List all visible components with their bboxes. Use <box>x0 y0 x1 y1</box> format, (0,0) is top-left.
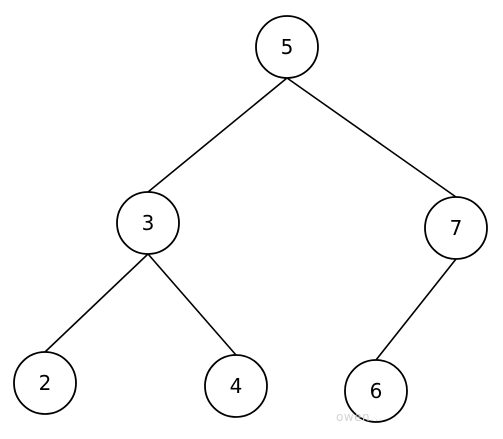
tree-node-6: 6 <box>344 359 408 423</box>
edge-n5-n7 <box>286 77 457 198</box>
node-label: 6 <box>370 379 383 403</box>
edge-n7-n6 <box>375 258 457 361</box>
node-label: 5 <box>281 35 294 59</box>
node-label: 7 <box>450 216 463 240</box>
node-circle <box>424 196 488 260</box>
tree-node-4: 4 <box>204 354 268 418</box>
tree-edges <box>44 77 457 361</box>
node-circle <box>204 354 268 418</box>
node-circle <box>344 359 408 423</box>
node-label: 3 <box>142 211 155 235</box>
tree-node-2: 2 <box>13 351 77 415</box>
node-circle <box>13 351 77 415</box>
node-circle <box>255 15 319 79</box>
node-label: 2 <box>39 371 52 395</box>
edge-n3-n2 <box>44 253 149 353</box>
watermark: owen... <box>336 410 384 424</box>
node-circle <box>116 191 180 255</box>
tree-nodes: 5 3 7 2 4 6 <box>13 15 488 423</box>
edge-n3-n4 <box>147 253 237 356</box>
tree-node-5: 5 <box>255 15 319 79</box>
edge-n5-n3 <box>147 77 288 193</box>
tree-node-7: 7 <box>424 196 488 260</box>
node-label: 4 <box>230 374 243 398</box>
tree-node-3: 3 <box>116 191 180 255</box>
